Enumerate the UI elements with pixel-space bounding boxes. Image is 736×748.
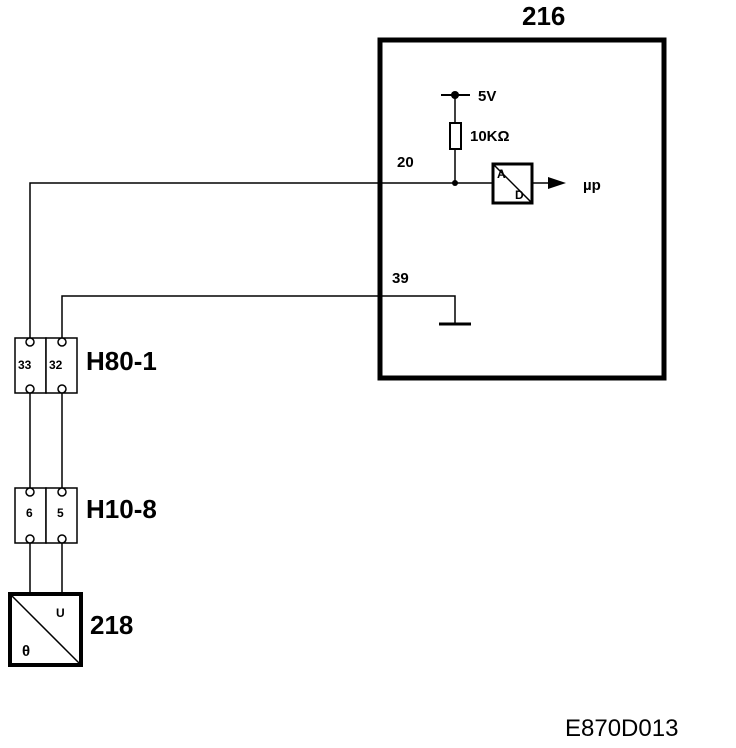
sensor-input-symbol: θ — [22, 643, 30, 660]
microprocessor-arrow — [532, 177, 566, 189]
sensor-output-symbol: U — [56, 606, 65, 620]
ad-converter-a-label: A — [497, 167, 506, 181]
resistor-symbol — [449, 122, 462, 150]
connector-h80-1 — [14, 337, 78, 394]
h80-1-label: H80-1 — [86, 346, 157, 376]
supply-voltage-label: 5V — [478, 88, 496, 105]
h80-1-pin-32: 32 — [49, 358, 63, 372]
ecu-216-box — [377, 37, 667, 381]
resistor-value-label: 10KΩ — [470, 128, 510, 145]
temperature-sensor — [8, 592, 83, 667]
ad-converter-d-label: D — [515, 188, 524, 202]
figure-code: E870D013 — [565, 715, 678, 742]
h10-8-label: H10-8 — [86, 494, 157, 524]
sensor-218-label: 218 — [90, 610, 133, 640]
h10-8-pin-6: 6 — [26, 506, 33, 520]
pin-20-label: 20 — [397, 154, 414, 171]
pin-39-label: 39 — [392, 270, 409, 287]
signal-wire — [29, 182, 493, 342]
connector-h10-8 — [14, 487, 78, 544]
pullup-circuit — [441, 91, 470, 186]
microprocessor-label: µp — [583, 177, 601, 194]
ecu-216-label: 216 — [522, 1, 565, 31]
h80-1-pin-33: 33 — [18, 358, 32, 372]
ground-wire — [61, 295, 456, 342]
h10-8-pin-5: 5 — [57, 506, 64, 520]
